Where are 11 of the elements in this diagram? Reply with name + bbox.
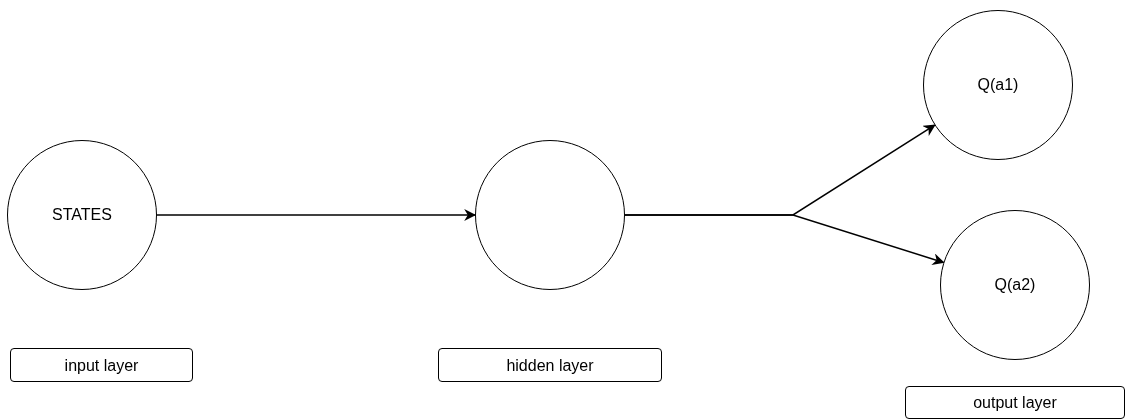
- layer-label: output layer: [973, 394, 1057, 412]
- arrow: [156, 209, 477, 221]
- layer-label-box: [438, 348, 662, 382]
- layer-label-box: [10, 348, 193, 382]
- layer-label: input layer: [64, 357, 139, 375]
- layer-label: hidden layer: [506, 357, 594, 375]
- neuron-label: Q(a1): [977, 76, 1019, 94]
- neuron-label: STATES: [52, 206, 112, 224]
- neuron-label: Q(a2): [994, 276, 1036, 294]
- arrow: [624, 214, 945, 265]
- layer-label-box: [905, 386, 1125, 419]
